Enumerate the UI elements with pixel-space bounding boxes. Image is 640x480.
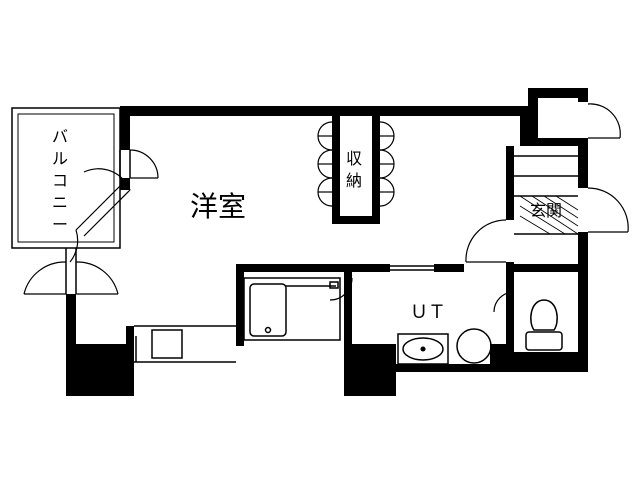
balcony-label: バ ル コ ニ ー — [52, 127, 68, 234]
balcony-char: ニ — [52, 193, 68, 212]
balcony-char: ル — [52, 149, 68, 168]
washbasin — [397, 333, 449, 365]
walls — [66, 88, 588, 396]
storage-label-2: 納 — [346, 171, 362, 190]
door-swings — [23, 103, 629, 313]
balcony-char: コ — [52, 171, 68, 190]
washing-machine — [456, 328, 492, 364]
toilet — [525, 299, 563, 351]
balcony-char: バ — [52, 127, 68, 146]
balcony-char: ー — [52, 215, 68, 234]
ut-label: ＵＴ — [410, 302, 446, 323]
western-room-label: 洋室 — [190, 190, 246, 223]
entrance-label: 玄関 — [530, 201, 562, 220]
entrance-hatch — [519, 195, 579, 235]
storage-label-1: 収 — [346, 149, 362, 168]
bathtub — [243, 277, 341, 341]
thin-lines — [65, 150, 578, 363]
